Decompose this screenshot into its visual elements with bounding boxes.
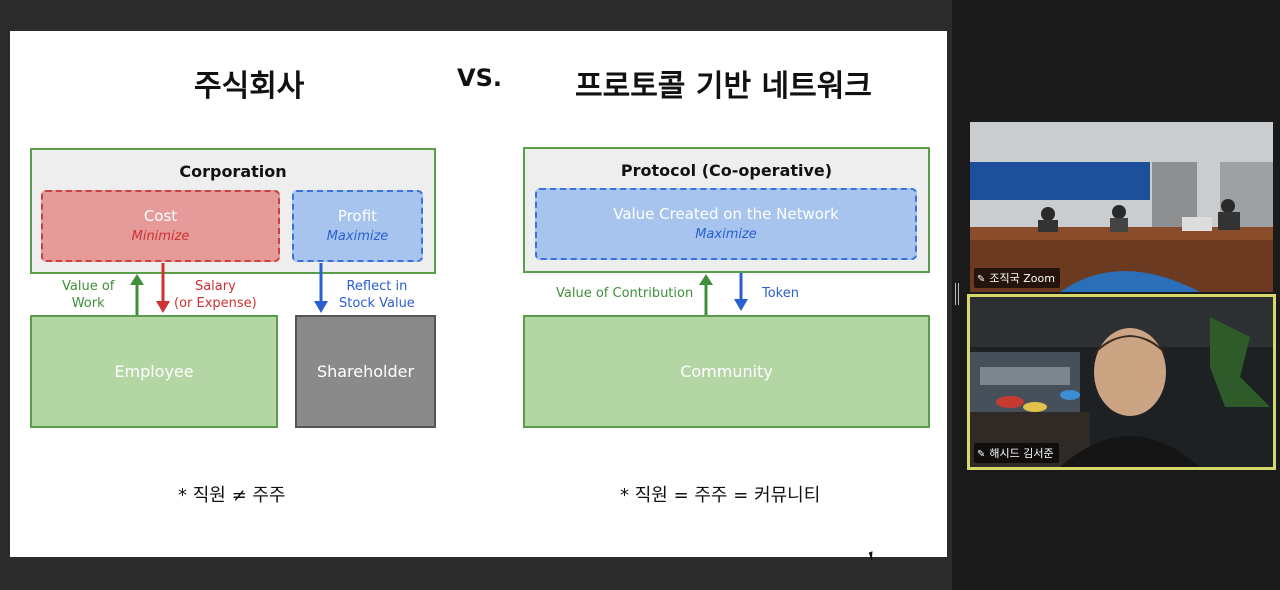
value-created-label: Value Created on the Network	[613, 205, 839, 223]
pin-icon: ✎	[977, 274, 986, 285]
participant-name-label: ✎조직국 Zoom	[974, 268, 1060, 288]
title-vs: VS.	[457, 64, 502, 92]
reflect-in-stock-value-label: Reflect in Stock Value	[339, 279, 415, 311]
conference-room-video	[970, 122, 1273, 292]
corporation-arrows	[130, 261, 748, 315]
title-corporation: 주식회사	[194, 69, 305, 104]
profit-label: Profit	[337, 207, 378, 225]
participant-video-tile-active[interactable]: ✎해시드 김서준	[967, 294, 1276, 470]
participant-video-tile[interactable]: ✎조직국 Zoom	[970, 122, 1273, 292]
pin-icon: ✎	[977, 449, 986, 460]
cost-minimize-label: Minimize	[131, 229, 190, 244]
salary-label: Salary (or Expense)	[174, 279, 257, 311]
shareholder-box: Shareholder	[295, 315, 436, 428]
panel-resize-handle[interactable]	[955, 283, 959, 305]
office-video	[970, 297, 1273, 467]
title-protocol: 프로토콜 기반 네트워크	[575, 69, 872, 104]
screen-share-area: 주식회사 VS. 프로토콜 기반 네트워크 Corporation Cost M…	[10, 31, 947, 562]
community-box: Community	[523, 315, 930, 428]
up-arrow-icon	[699, 274, 713, 315]
corporation-frame-title: Corporation	[179, 162, 287, 181]
employee-box: Employee	[30, 315, 278, 428]
value-created-box: Value Created on the Network Maximize	[535, 188, 917, 260]
down-arrow-icon	[314, 263, 328, 313]
token-label: Token	[762, 286, 799, 301]
value-of-work-label: Value of Work	[62, 279, 115, 311]
value-maximize-label: Maximize	[695, 227, 757, 242]
protocol-note: * 직원 = 주주 = 커뮤니티	[620, 485, 821, 506]
corporation-note: * 직원 ≠ 주주	[178, 485, 286, 506]
down-arrow-icon	[156, 263, 170, 313]
participant-name-label: ✎해시드 김서준	[974, 443, 1059, 463]
cost-label: Cost	[143, 207, 178, 225]
protocol-frame-title: Protocol (Co-operative)	[620, 161, 833, 180]
cost-box: Cost Minimize	[41, 190, 280, 262]
up-arrow-icon	[130, 274, 144, 315]
value-of-contribution-label: Value of Contribution	[556, 286, 694, 301]
profit-box: Profit Maximize	[292, 190, 423, 262]
profit-maximize-label: Maximize	[326, 229, 389, 244]
presentation-slide: 주식회사 VS. 프로토콜 기반 네트워크 Corporation Cost M…	[10, 31, 947, 557]
